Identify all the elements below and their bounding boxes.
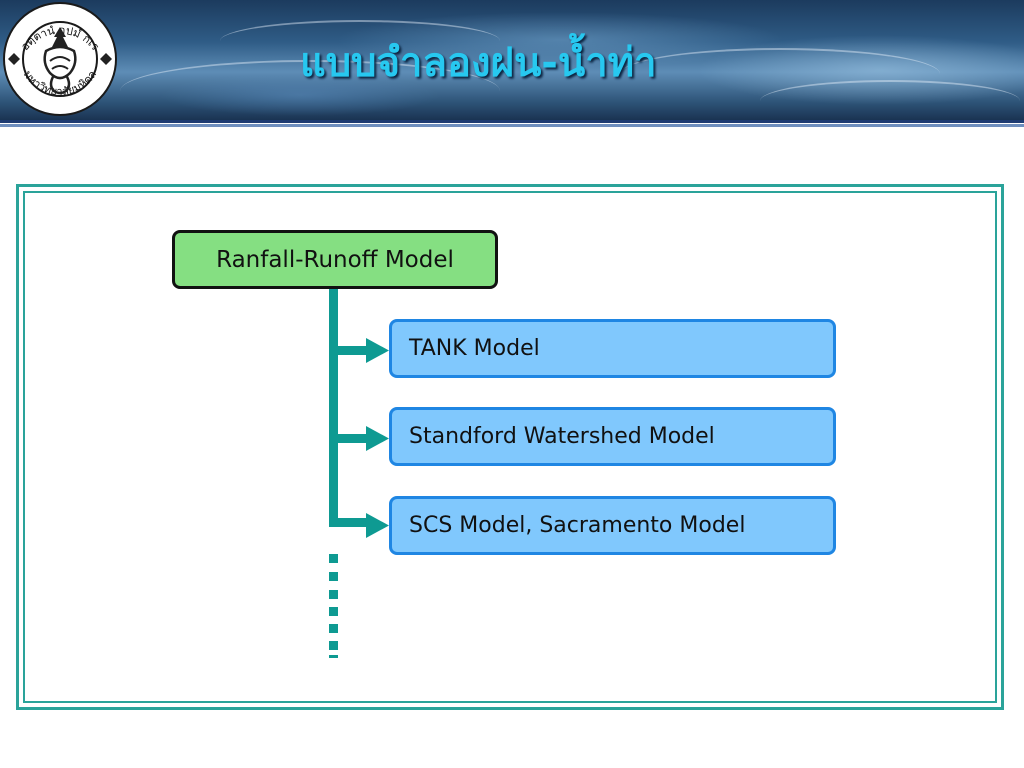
child-node-scs-sacramento-model: SCS Model, Sacramento Model (389, 496, 836, 555)
header-banner: อตฺตานํ อุปมํ กเร มหาวิทยาลัยมหิดล แบบจำ… (0, 0, 1024, 120)
child-node-label: TANK Model (409, 336, 540, 361)
arrowhead-scs (366, 513, 389, 538)
continuation-dots (329, 554, 338, 658)
child-node-standford-watershed-model: Standford Watershed Model (389, 407, 836, 466)
child-node-tank-model: TANK Model (389, 319, 836, 378)
connector-branch-tank (329, 346, 367, 355)
child-node-label: SCS Model, Sacramento Model (409, 513, 746, 538)
mahidol-seal-logo: อตฺตานํ อุปมํ กเร มหาวิทยาลัยมหิดล (3, 2, 117, 116)
root-node-label: Ranfall-Runoff Model (216, 246, 454, 273)
connector-branch-scs (329, 518, 367, 527)
page-title: แบบจำลองฝน-น้ำท่า (300, 40, 657, 86)
connector-trunk (329, 289, 338, 527)
content-frame-inner (23, 191, 997, 703)
arrowhead-tank (366, 338, 389, 363)
arrowhead-standford (366, 426, 389, 451)
header-rule-secondary (0, 124, 1024, 127)
child-node-label: Standford Watershed Model (409, 424, 715, 449)
header-rule (0, 120, 1024, 123)
content-frame-outer (16, 184, 1004, 710)
connector-branch-standford (329, 434, 367, 443)
root-node-rainfall-runoff-model: Ranfall-Runoff Model (172, 230, 498, 289)
